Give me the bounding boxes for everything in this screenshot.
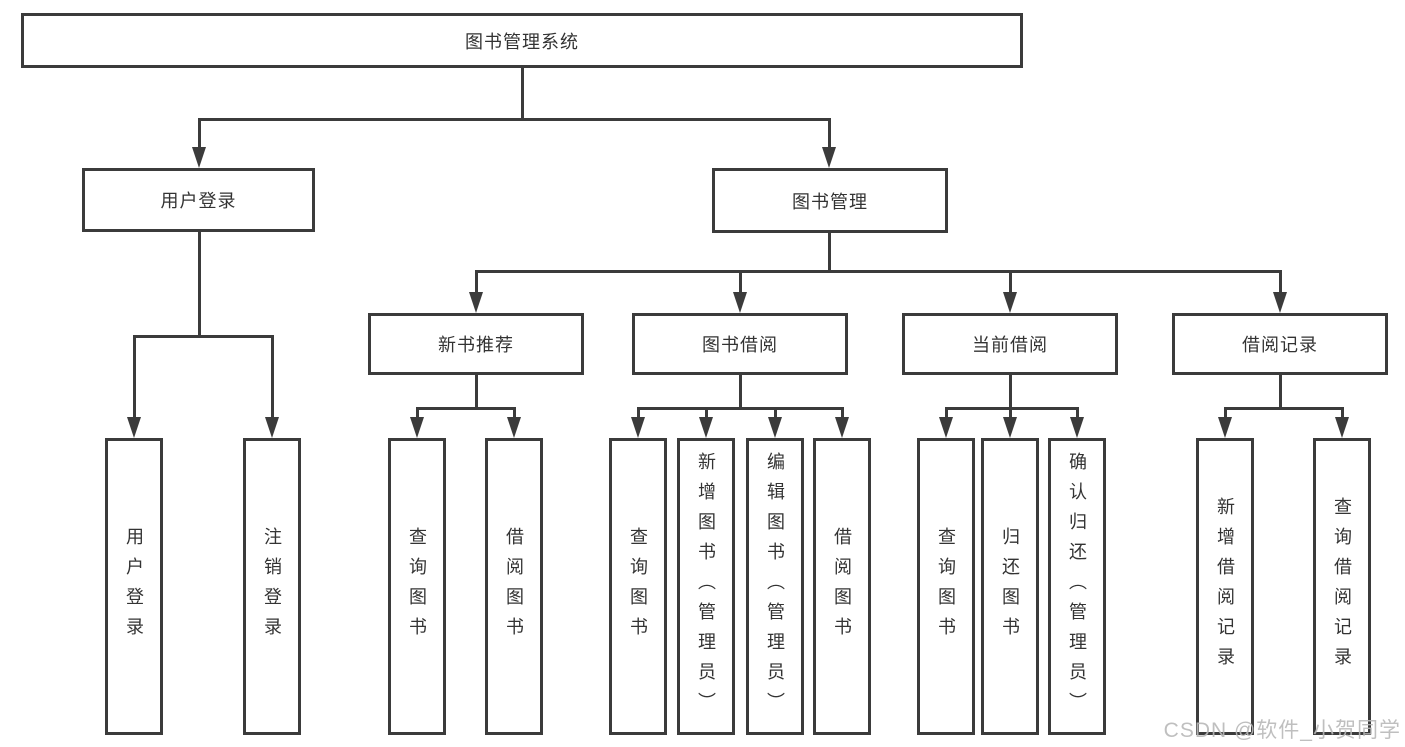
connector-line <box>828 233 831 273</box>
arrow-down <box>127 417 141 438</box>
leaf-confirm-return-admin: 确认归还（管理员） <box>1048 438 1106 735</box>
connector-line <box>416 407 419 419</box>
connector-line <box>198 118 201 149</box>
arrow-down <box>1070 417 1084 438</box>
arrow-down <box>768 417 782 438</box>
connector-line <box>1009 375 1012 410</box>
connector-line <box>637 407 640 419</box>
arrow-down <box>1335 417 1349 438</box>
leaf-user-login: 用户登录 <box>105 438 163 735</box>
connector-line <box>945 407 948 419</box>
arrow-down <box>410 417 424 438</box>
connector-line <box>1224 407 1227 419</box>
leaf-query-books-current: 查询图书 <box>917 438 975 735</box>
leaf-query-books-recommend: 查询图书 <box>388 438 446 735</box>
connector-line <box>1341 407 1344 419</box>
connector-line <box>416 407 516 410</box>
connector-line <box>1009 407 1012 419</box>
leaf-query-borrow-record: 查询借阅记录 <box>1313 438 1371 735</box>
node-new-book-recommend: 新书推荐 <box>368 313 584 375</box>
connector-line <box>475 270 478 294</box>
connector-line <box>521 68 524 120</box>
connector-line <box>1009 270 1012 294</box>
connector-line <box>271 335 274 419</box>
connector-line <box>637 407 843 410</box>
arrow-down <box>192 147 206 168</box>
arrow-down <box>1273 292 1287 313</box>
arrow-down <box>1003 292 1017 313</box>
node-book-borrow: 图书借阅 <box>632 313 848 375</box>
connector-line <box>133 335 274 338</box>
node-book-management: 图书管理 <box>712 168 948 233</box>
connector-line <box>475 375 478 410</box>
arrow-down <box>699 417 713 438</box>
connector-line <box>739 270 742 294</box>
arrow-down <box>631 417 645 438</box>
connector-line <box>198 232 201 338</box>
connector-line <box>828 118 831 149</box>
connector-line <box>1279 375 1282 410</box>
connector-line <box>1279 270 1282 294</box>
arrow-down <box>733 292 747 313</box>
node-current-borrow: 当前借阅 <box>902 313 1118 375</box>
connector-line <box>513 407 516 419</box>
arrow-down <box>939 417 953 438</box>
connector-line <box>475 270 1282 273</box>
node-user-login: 用户登录 <box>82 168 315 232</box>
arrow-down <box>1003 417 1017 438</box>
connector-line <box>198 118 831 121</box>
connector-line <box>705 407 708 419</box>
connector-line <box>774 407 777 419</box>
connector-line <box>739 375 742 410</box>
connector-line <box>841 407 844 419</box>
arrow-down <box>822 147 836 168</box>
leaf-borrow-books-recommend: 借阅图书 <box>485 438 543 735</box>
csdn-watermark: CSDN @软件_小贺同学 <box>1163 719 1401 742</box>
node-borrow-records: 借阅记录 <box>1172 313 1388 375</box>
leaf-logout: 注销登录 <box>243 438 301 735</box>
arrow-down <box>265 417 279 438</box>
leaf-add-books-admin: 新增图书（管理员） <box>677 438 735 735</box>
leaf-borrow-books: 借阅图书 <box>813 438 871 735</box>
arrow-down <box>507 417 521 438</box>
leaf-add-borrow-record: 新增借阅记录 <box>1196 438 1254 735</box>
connector-line <box>1224 407 1344 410</box>
connector-line <box>945 407 1079 410</box>
arrow-down <box>1218 417 1232 438</box>
node-root-system: 图书管理系统 <box>21 13 1023 68</box>
leaf-return-books: 归还图书 <box>981 438 1039 735</box>
leaf-edit-books-admin: 编辑图书（管理员） <box>746 438 804 735</box>
leaf-query-books-borrow: 查询图书 <box>609 438 667 735</box>
connector-line <box>1076 407 1079 419</box>
arrow-down <box>835 417 849 438</box>
connector-line <box>133 335 136 419</box>
arrow-down <box>469 292 483 313</box>
